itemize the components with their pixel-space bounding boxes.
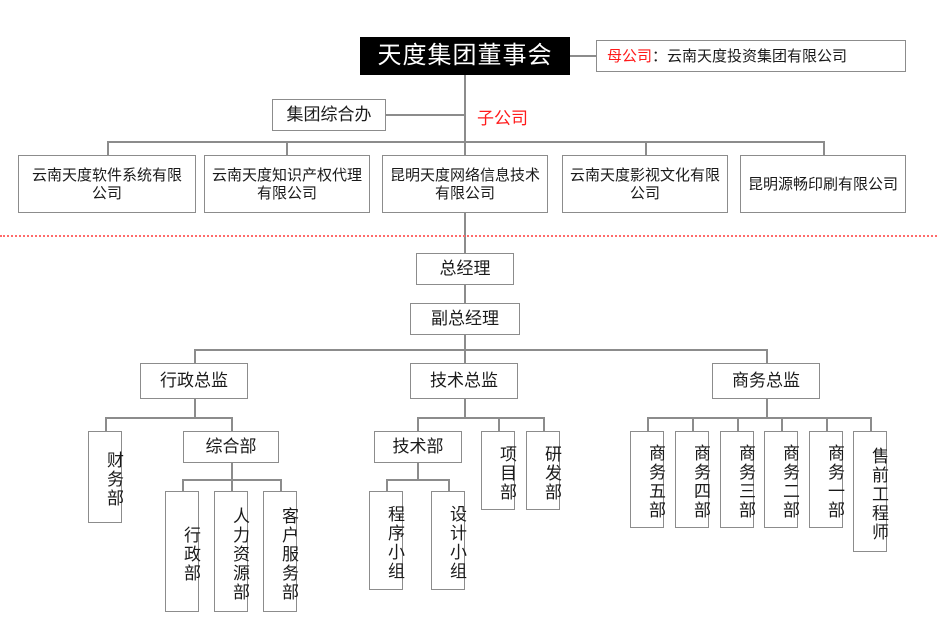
connector-drop-business-2 <box>781 417 783 431</box>
node-customer-service-dept[interactable]: 客户服务部 <box>263 491 298 612</box>
connector-business-director-drop <box>766 399 768 417</box>
connector-drop-subsidiary-5 <box>823 141 825 155</box>
connector-drop-director-admin <box>194 349 196 363</box>
connector-drop-business-4 <box>692 417 694 431</box>
connector-admin-bus <box>105 417 232 419</box>
connector-board-spine <box>464 75 466 141</box>
connector-drop-program-group <box>386 479 388 491</box>
node-general-dept[interactable]: 综合部 <box>183 431 279 463</box>
node-business-dept-1[interactable]: 商务一部 <box>809 431 844 528</box>
node-director-administration[interactable]: 行政总监 <box>140 363 248 399</box>
connector-drop-subsidiary-1 <box>107 141 109 155</box>
connector-director-bus <box>194 349 766 351</box>
node-business-dept-5[interactable]: 商务五部 <box>630 431 665 528</box>
connector-deputy-to-director-bus <box>464 335 466 349</box>
connector-drop-presales-engineer <box>870 417 872 431</box>
node-rd-dept[interactable]: 研发部 <box>526 431 561 510</box>
connector-drop-subsidiary-4 <box>645 141 647 155</box>
connector-spine-to-general-manager <box>464 213 466 253</box>
connector-drop-business-1 <box>826 417 828 431</box>
node-board-of-directors[interactable]: 天度集团董事会 <box>360 37 570 75</box>
node-admin-dept[interactable]: 行政部 <box>165 491 200 612</box>
connector-business-bus <box>647 417 870 419</box>
connector-drop-business-5 <box>647 417 649 431</box>
node-parent-company-note[interactable]: 母公司：云南天度投资集团有限公司 <box>596 40 906 72</box>
node-business-dept-3[interactable]: 商务三部 <box>720 431 755 528</box>
connector-general-dept-drop <box>231 463 233 479</box>
node-subsidiary-4[interactable]: 云南天度影视文化有限公司 <box>562 155 728 213</box>
parent-company-name: ：云南天度投资集团有限公司 <box>652 46 848 65</box>
node-director-technology[interactable]: 技术总监 <box>410 363 518 399</box>
node-group-general-office[interactable]: 集团综合办 <box>272 99 386 131</box>
connector-drop-subsidiary-3 <box>464 141 466 155</box>
node-tech-dept[interactable]: 技术部 <box>374 431 462 463</box>
node-business-dept-4[interactable]: 商务四部 <box>675 431 710 528</box>
connector-gm-to-deputy <box>464 285 466 303</box>
node-subsidiary-1[interactable]: 云南天度软件系统有限公司 <box>18 155 196 213</box>
connector-tech-dept-drop <box>417 463 419 479</box>
node-director-business[interactable]: 商务总监 <box>712 363 820 399</box>
node-design-group[interactable]: 设计小组 <box>431 491 466 590</box>
connector-drop-project-dept <box>498 417 500 431</box>
connector-drop-finance-dept <box>105 417 107 431</box>
connector-tech-director-drop <box>464 399 466 417</box>
connector-drop-design-group <box>448 479 450 491</box>
connector-drop-director-tech <box>464 349 466 363</box>
node-subsidiary-3[interactable]: 昆明天度网络信息技术有限公司 <box>382 155 548 213</box>
connector-admin-director-drop <box>194 399 196 417</box>
node-subsidiary-2[interactable]: 云南天度知识产权代理有限公司 <box>204 155 370 213</box>
connector-drop-rd-dept <box>543 417 545 431</box>
connector-drop-admin-dept <box>182 479 184 491</box>
node-presales-engineer[interactable]: 售前工程师 <box>853 431 888 552</box>
node-program-group[interactable]: 程序小组 <box>369 491 404 590</box>
connector-drop-business-3 <box>737 417 739 431</box>
connector-drop-subsidiary-2 <box>286 141 288 155</box>
node-general-manager[interactable]: 总经理 <box>416 253 514 285</box>
connector-board-to-parent-note <box>570 55 596 57</box>
connector-drop-tech-dept <box>417 417 419 431</box>
node-subsidiary-5[interactable]: 昆明源畅印刷有限公司 <box>740 155 906 213</box>
connector-drop-customer-service-dept <box>280 479 282 491</box>
node-deputy-general-manager[interactable]: 副总经理 <box>410 303 520 335</box>
connector-tech-dept-bus <box>386 479 449 481</box>
connector-drop-hr-dept <box>231 479 233 491</box>
node-hr-dept[interactable]: 人力资源部 <box>214 491 249 612</box>
connector-group-office-to-spine <box>386 114 465 116</box>
parent-company-tag: 母公司 <box>607 46 653 65</box>
node-finance-dept[interactable]: 财务部 <box>88 431 123 523</box>
node-project-dept[interactable]: 项目部 <box>481 431 516 510</box>
label-subsidiary: 子公司 <box>474 104 531 129</box>
section-divider <box>0 235 937 237</box>
connector-drop-director-business <box>766 349 768 363</box>
connector-drop-general-dept <box>231 417 233 431</box>
node-business-dept-2[interactable]: 商务二部 <box>764 431 799 528</box>
connector-tech-bus <box>417 417 543 419</box>
